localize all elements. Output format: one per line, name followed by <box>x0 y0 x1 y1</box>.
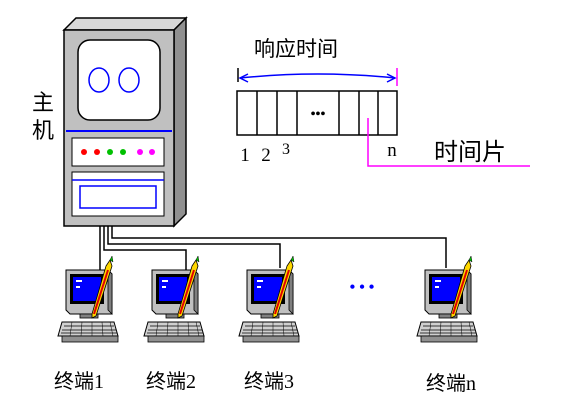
terminal-1 <box>57 255 119 343</box>
queue-ellipsis: ••• <box>311 107 326 122</box>
left-reel-icon <box>88 67 110 93</box>
svg-text:终端2: 终端2 <box>146 369 196 393</box>
time-slice-label: 时间片 <box>434 138 506 166</box>
terminal-3-index: 3 <box>284 371 294 393</box>
host-label-char-1: 主 <box>32 91 54 116</box>
terminal-1-icon <box>57 255 119 343</box>
terminal-2-icon <box>143 255 205 343</box>
time-slice-queue <box>236 90 398 136</box>
slot-label-3: 3 <box>282 141 290 158</box>
terminal-n-label: 终端 <box>426 371 466 395</box>
terminal-2 <box>143 255 205 343</box>
host-label-char-2: 机 <box>32 119 54 144</box>
terminal-2-label: 终端 <box>146 369 186 393</box>
network-cables <box>99 226 447 276</box>
response-time-label: 响应时间 <box>254 37 338 61</box>
svg-text:终端n: 终端n <box>426 371 476 395</box>
terminal-3 <box>238 255 300 343</box>
svg-text:终端3: 终端3 <box>244 369 294 393</box>
slot-label-2: 2 <box>261 145 271 166</box>
terminal-gap-ellipsis: • • • <box>350 279 375 296</box>
right-reel-icon <box>118 67 140 93</box>
terminal-1-index: 1 <box>94 371 104 393</box>
terminal-2-index: 2 <box>186 371 196 393</box>
time-slice-pointer <box>367 118 530 167</box>
host-computer <box>62 16 188 228</box>
terminal-n-index: n <box>466 373 476 395</box>
terminal-3-label: 终端 <box>244 369 284 393</box>
svg-text:终端1: 终端1 <box>54 369 104 393</box>
terminal-3-icon <box>238 255 300 343</box>
slot-label-1: 1 <box>240 145 250 166</box>
terminal-1-label: 终端 <box>54 369 94 393</box>
terminal-n-icon <box>416 255 478 343</box>
response-time-arrow <box>237 68 398 86</box>
status-leds <box>81 149 155 155</box>
terminal-n <box>416 255 478 343</box>
slot-label-n: n <box>387 140 397 161</box>
